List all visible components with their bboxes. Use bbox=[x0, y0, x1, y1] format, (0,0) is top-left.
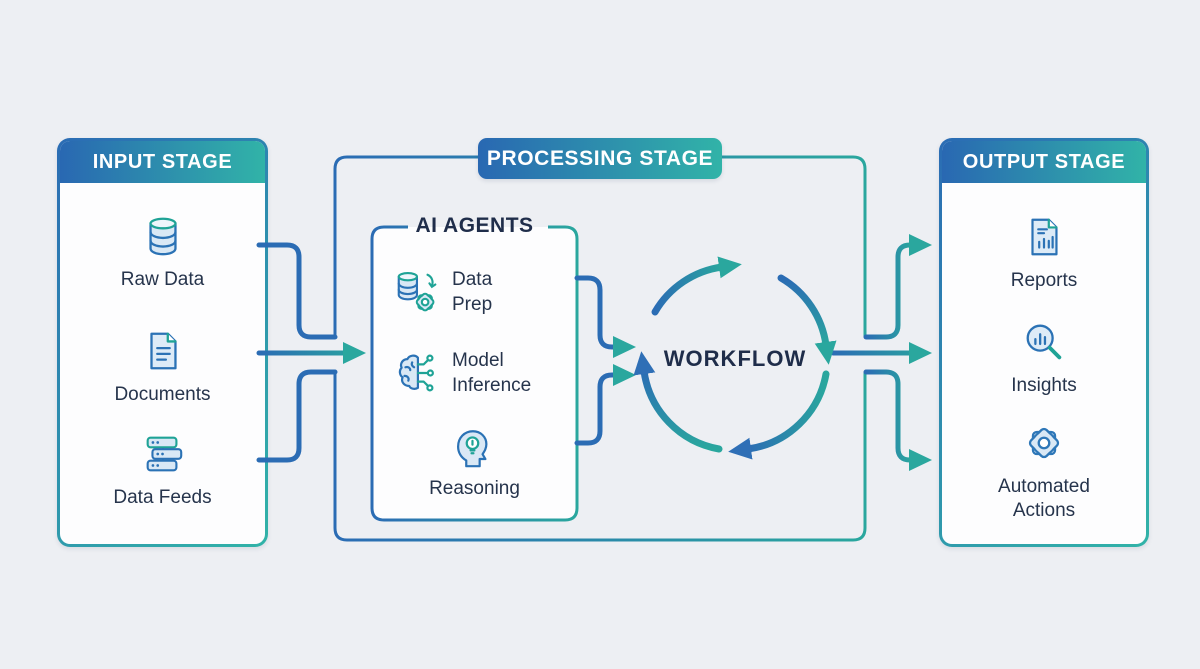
arrow-to-reports bbox=[863, 234, 932, 340]
list-item-model-inference: Model Inference bbox=[393, 348, 531, 398]
processing-stage-header: PROCESSING STAGE bbox=[478, 138, 722, 179]
item-label: Data Feeds bbox=[113, 487, 212, 508]
input-stage-box: INPUT STAGE Raw Data Documents Data Feed… bbox=[57, 138, 268, 547]
list-item-data-feeds: Data Feeds bbox=[57, 431, 268, 510]
document-icon bbox=[140, 328, 186, 374]
list-item-documents: Documents bbox=[57, 328, 268, 407]
head-bulb-icon bbox=[449, 425, 495, 471]
arrow-agents-bottom-to-workflow bbox=[574, 364, 636, 446]
magnifier-chart-icon bbox=[1021, 319, 1067, 365]
brain-circuit-icon bbox=[393, 350, 439, 396]
arrow-agents-top-to-workflow bbox=[574, 275, 636, 358]
list-item-reports: Reports bbox=[939, 214, 1149, 293]
input-stage-title: INPUT STAGE bbox=[92, 150, 233, 173]
arrow-to-automated-actions bbox=[863, 369, 932, 471]
connector-raw-data bbox=[256, 242, 338, 340]
output-stage-box: OUTPUT STAGE Reports Insights Automated … bbox=[939, 138, 1149, 547]
item-label: Model Inference bbox=[452, 348, 531, 398]
item-label: Raw Data bbox=[120, 269, 205, 290]
report-document-icon bbox=[1021, 214, 1067, 260]
server-stack-icon bbox=[140, 431, 186, 477]
item-label: Data Prep bbox=[452, 267, 492, 317]
label-line: Data bbox=[452, 269, 493, 290]
item-label: Insights bbox=[1011, 375, 1077, 396]
list-item-automated-actions: Automated Actions bbox=[939, 420, 1149, 523]
ai-agents-title: AI AGENTS bbox=[415, 214, 534, 237]
cycle-arc-left bbox=[633, 351, 723, 453]
output-stage-title: OUTPUT STAGE bbox=[962, 150, 1126, 173]
list-item-insights: Insights bbox=[939, 319, 1149, 398]
database-icon bbox=[140, 213, 186, 259]
gear-icon bbox=[1021, 420, 1067, 466]
output-stage-header: OUTPUT STAGE bbox=[942, 141, 1146, 183]
data-prep-icon bbox=[393, 269, 439, 315]
label-line: Inference bbox=[452, 375, 532, 396]
cycle-arc-top bbox=[651, 256, 742, 316]
item-label: Documents bbox=[114, 384, 211, 405]
cycle-arc-right bbox=[777, 274, 837, 365]
list-item-raw-data: Raw Data bbox=[57, 213, 268, 292]
label-line: Prep bbox=[452, 294, 493, 315]
item-label: Automated Actions bbox=[998, 476, 1090, 521]
input-stage-body: INPUT STAGE bbox=[60, 141, 265, 544]
processing-stage-title: PROCESSING STAGE bbox=[486, 146, 714, 170]
label-line: Model bbox=[452, 350, 504, 371]
input-stage-header: INPUT STAGE bbox=[60, 141, 265, 183]
list-item-reasoning: Reasoning bbox=[429, 478, 520, 499]
item-label: Reports bbox=[1010, 270, 1078, 291]
cycle-arc-bottom bbox=[728, 370, 830, 460]
connector-data-feeds bbox=[256, 369, 338, 463]
list-item-data-prep: Data Prep bbox=[393, 267, 492, 317]
workflow-label: WORKFLOW bbox=[663, 346, 807, 371]
